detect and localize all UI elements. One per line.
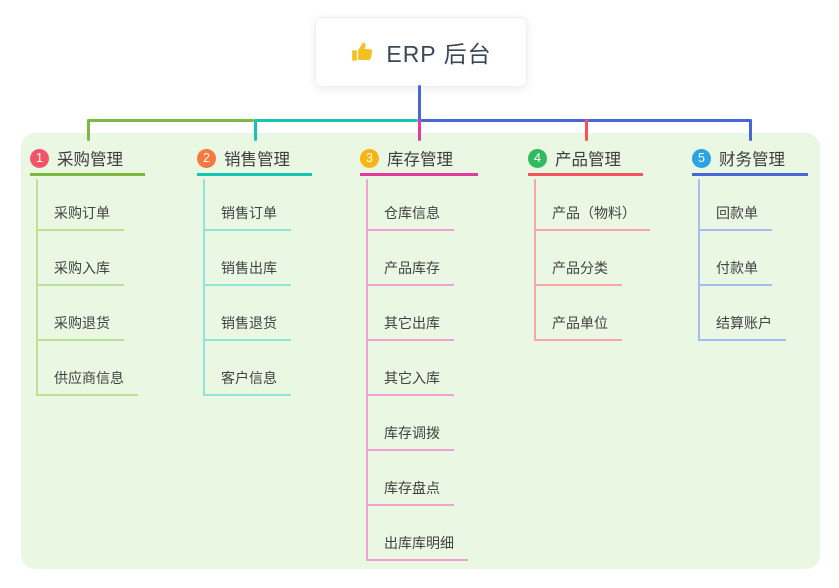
child-rail-line-5 [698, 179, 700, 341]
child-topic-3-5[interactable]: 库存调拨 [366, 419, 454, 451]
branch-number-badge-3: 3 [360, 148, 379, 168]
child-topic-1-1[interactable]: 采购订单 [36, 199, 124, 231]
rail-segment-green [87, 119, 254, 122]
branch-drop-line-4 [585, 119, 588, 141]
child-topic-1-4[interactable]: 供应商信息 [36, 364, 138, 396]
branch-number-badge-2: 2 [197, 148, 216, 168]
branch-topic-label-5: 财务管理 [719, 151, 785, 169]
child-topic-3-1[interactable]: 仓库信息 [366, 199, 454, 231]
child-topic-2-3[interactable]: 销售退货 [203, 309, 291, 341]
child-topic-1-2[interactable]: 采购入库 [36, 254, 124, 286]
child-topic-3-7[interactable]: 出库库明细 [366, 529, 468, 561]
branch-drop-line-5 [749, 119, 752, 141]
branch-topic-1[interactable]: 1 采购管理 [30, 143, 145, 176]
child-topic-5-1[interactable]: 回款单 [698, 199, 772, 231]
child-topic-2-4[interactable]: 客户信息 [203, 364, 291, 396]
branch-topic-3[interactable]: 3 库存管理 [360, 143, 478, 176]
branch-number-badge-5: 5 [692, 148, 711, 168]
child-topic-2-2[interactable]: 销售出库 [203, 254, 291, 286]
root-trunk-line [418, 85, 421, 122]
child-topic-4-1[interactable]: 产品（物料） [534, 199, 650, 231]
child-topic-2-1[interactable]: 销售订单 [203, 199, 291, 231]
branches-background-panel [21, 133, 820, 569]
child-rail-line-2 [203, 179, 205, 396]
root-topic[interactable]: ERP 后台 [315, 17, 527, 87]
branch-drop-line-1 [87, 119, 90, 141]
branch-topic-5[interactable]: 5 财务管理 [692, 143, 808, 176]
child-topic-3-3[interactable]: 其它出库 [366, 309, 454, 341]
child-topic-3-4[interactable]: 其它入库 [366, 364, 454, 396]
rail-segment-teal [254, 119, 418, 122]
thumbs-up-icon [352, 42, 373, 61]
child-topic-1-3[interactable]: 采购退货 [36, 309, 124, 341]
branch-drop-line-2 [254, 119, 257, 141]
child-topic-3-6[interactable]: 库存盘点 [366, 474, 454, 506]
root-topic-label: ERP 后台 [386, 41, 492, 67]
branch-topic-label-4: 产品管理 [555, 151, 621, 169]
child-topic-5-3[interactable]: 结算账户 [698, 309, 786, 341]
branch-number-badge-1: 1 [30, 148, 49, 168]
child-topic-4-3[interactable]: 产品单位 [534, 309, 622, 341]
branch-topic-2[interactable]: 2 销售管理 [197, 143, 312, 176]
branch-topic-label-2: 销售管理 [224, 151, 290, 169]
child-topic-5-2[interactable]: 付款单 [698, 254, 772, 286]
branch-number-badge-4: 4 [528, 148, 547, 168]
branch-topic-4[interactable]: 4 产品管理 [528, 143, 643, 176]
child-topic-4-2[interactable]: 产品分类 [534, 254, 622, 286]
child-rail-line-4 [534, 179, 536, 341]
child-rail-line-1 [36, 179, 38, 396]
branch-topic-label-1: 采购管理 [57, 151, 123, 169]
child-topic-3-2[interactable]: 产品库存 [366, 254, 454, 286]
branch-drop-line-3 [418, 119, 421, 141]
branch-topic-label-3: 库存管理 [387, 151, 453, 169]
child-rail-line-3 [366, 179, 368, 561]
